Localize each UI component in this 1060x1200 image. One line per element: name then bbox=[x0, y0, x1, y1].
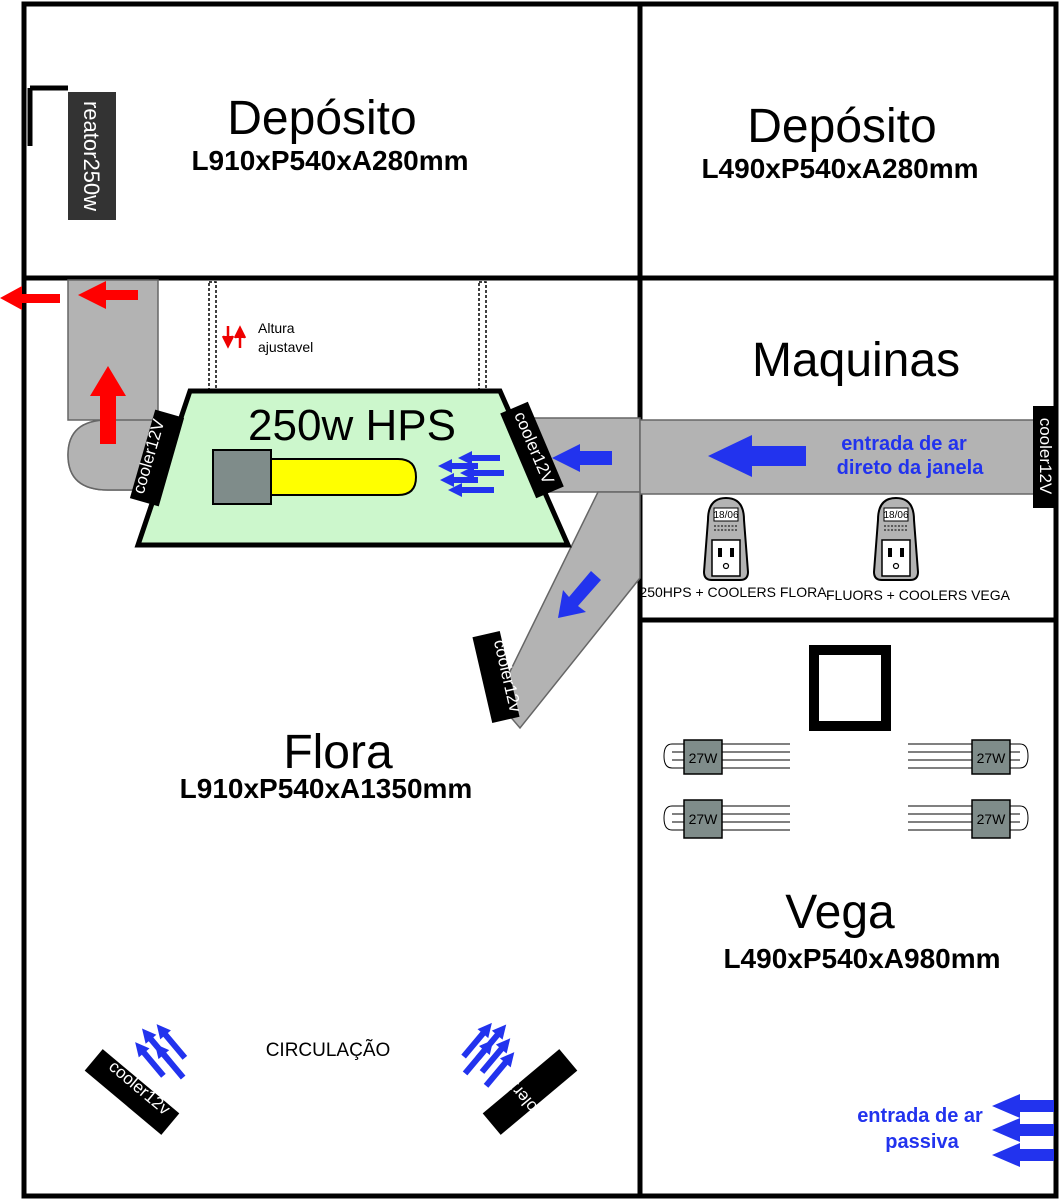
blue-arrow-hps bbox=[552, 444, 612, 472]
blue-arrows-reflector bbox=[438, 451, 504, 497]
flora-title: Flora bbox=[283, 726, 393, 779]
hps-bulb bbox=[270, 458, 418, 496]
deposito-left-dims: L910xP540xA280mm bbox=[191, 145, 468, 176]
passive-intake-line2: passiva bbox=[885, 1131, 959, 1153]
fluor-lamp-top-left: 27W bbox=[663, 739, 790, 775]
air-intake-line2: direto da janela bbox=[837, 457, 985, 479]
cooler-circulation-left: cooler12v bbox=[84, 1049, 180, 1135]
air-intake-line1: entrada de ar bbox=[841, 433, 967, 455]
fluor-lamp-bottom-right: 27W bbox=[908, 799, 1029, 839]
deposito-left-title: Depósito bbox=[227, 92, 416, 145]
fluor-lamp-top-right: 27W bbox=[908, 739, 1029, 775]
room-deposito-right: Depósito L490xP540xA280mm bbox=[701, 100, 978, 184]
cooler-flora-duct: cooler12v bbox=[472, 630, 525, 724]
timer-display: 18/06 bbox=[713, 510, 738, 521]
timer-flora-caption: 250HPS + COOLERS FLORA bbox=[639, 584, 827, 600]
blue-arrow-window bbox=[708, 435, 806, 477]
room-deposito-left: reator250w Depósito L910xP540xA280mm bbox=[27, 85, 469, 220]
blue-arrows-circulation-left bbox=[135, 1024, 188, 1080]
flora-dims: L910xP540xA1350mm bbox=[180, 773, 473, 804]
height-note-line1: Altura bbox=[258, 320, 295, 336]
vega-vent bbox=[809, 645, 891, 731]
height-adjust-icon bbox=[221, 325, 247, 349]
height-note-line2: ajustavel bbox=[258, 339, 313, 355]
lamp-socket bbox=[212, 449, 272, 505]
timer-vega: 18/06 bbox=[872, 496, 920, 581]
blue-arrows-circulation-right bbox=[461, 1022, 515, 1088]
timer-vega-caption: FLUORS + COOLERS VEGA bbox=[826, 587, 1011, 603]
hps-label: 250w HPS bbox=[248, 401, 456, 450]
ballast-label: reator250w bbox=[79, 101, 104, 211]
circulation-label: CIRCULAÇÃO bbox=[266, 1039, 391, 1061]
blue-arrow-flora-duct bbox=[558, 571, 601, 618]
fluor-lamp-bottom-left: 27W bbox=[663, 799, 790, 839]
vega-dims: L490xP540xA980mm bbox=[723, 943, 1000, 974]
room-flora: Flora L910xP540xA1350mm CIRCULAÇÃO bbox=[180, 726, 473, 1061]
exhaust-arrows bbox=[0, 281, 138, 444]
vega-title: Vega bbox=[785, 886, 895, 939]
hanging-chains bbox=[208, 281, 487, 393]
svg-text:27W: 27W bbox=[689, 750, 719, 766]
deposito-right-title: Depósito bbox=[747, 100, 936, 153]
room-vega: 27W 27W 27W 27W Vega L490xP540xA980mm en… bbox=[663, 645, 1029, 1153]
timer-flora: 18/06 bbox=[702, 496, 750, 581]
ballast-bracket bbox=[27, 85, 68, 146]
red-arrow-out-2 bbox=[78, 281, 138, 309]
svg-text:27W: 27W bbox=[977, 750, 1007, 766]
walls bbox=[21, 1, 1059, 1199]
svg-text:27W: 27W bbox=[689, 811, 719, 827]
svg-text:27W: 27W bbox=[977, 811, 1007, 827]
timer-display: 18/06 bbox=[883, 510, 908, 521]
ballast-box bbox=[68, 92, 116, 220]
red-arrow-out-1 bbox=[0, 286, 60, 310]
outer-wall bbox=[21, 1, 1059, 1199]
deposito-right-dims: L490xP540xA280mm bbox=[701, 153, 978, 184]
red-arrow-up bbox=[90, 366, 126, 444]
svg-text:cooler12V: cooler12V bbox=[1036, 418, 1055, 495]
cooler-window: cooler12V bbox=[1033, 406, 1057, 508]
room-maquinas: Maquinas entrada de ar direto da janela bbox=[752, 334, 984, 479]
cooler-circulation-right: cooler12v bbox=[482, 1049, 578, 1135]
maquinas-title: Maquinas bbox=[752, 334, 960, 387]
hps-reflector: 250w HPS bbox=[134, 388, 572, 548]
passive-intake-line1: entrada de ar bbox=[857, 1105, 983, 1127]
intake-arrows bbox=[135, 435, 1054, 1167]
blue-arrows-passive-intake bbox=[992, 1094, 1054, 1167]
